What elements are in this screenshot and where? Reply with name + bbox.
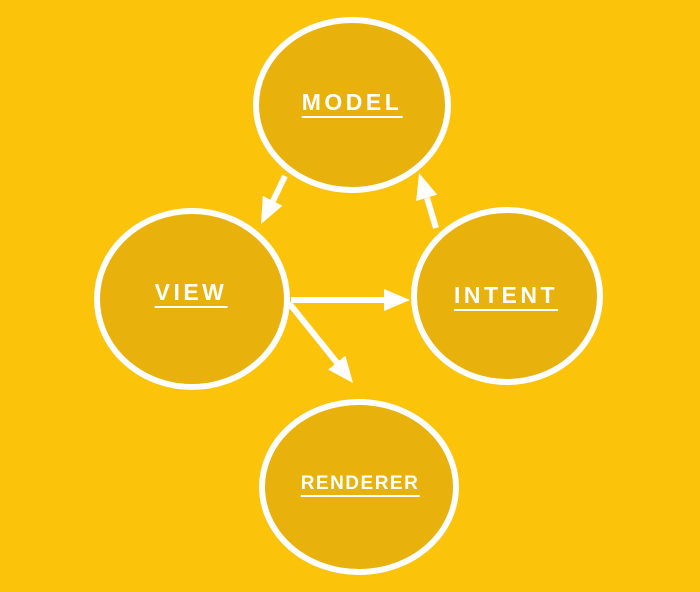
node-intent-label: INTENT xyxy=(453,284,559,311)
edge-model-to-view-arrowhead xyxy=(261,195,283,224)
node-view-label: VIEW xyxy=(154,281,228,308)
edge-view-to-intent-arrowhead xyxy=(384,289,410,311)
node-renderer-label: RENDERER xyxy=(300,474,420,497)
node-model-label: MODEL xyxy=(301,91,403,118)
node-intent-circle xyxy=(411,207,603,385)
edge-intent-to-model-line xyxy=(424,197,439,229)
edge-view-to-renderer-line xyxy=(286,301,341,366)
node-view-circle xyxy=(94,208,290,390)
edge-view-to-renderer-arrowhead xyxy=(328,355,353,383)
edge-view-to-renderer xyxy=(286,301,353,383)
edge-view-to-intent xyxy=(291,289,410,311)
node-renderer-circle xyxy=(259,399,459,575)
edge-model-to-view-line xyxy=(270,174,288,203)
edge-model-to-view xyxy=(261,174,288,224)
edge-intent-to-model-arrowhead xyxy=(416,173,438,201)
edge-intent-to-model xyxy=(416,173,439,229)
node-model-circle xyxy=(253,17,451,193)
